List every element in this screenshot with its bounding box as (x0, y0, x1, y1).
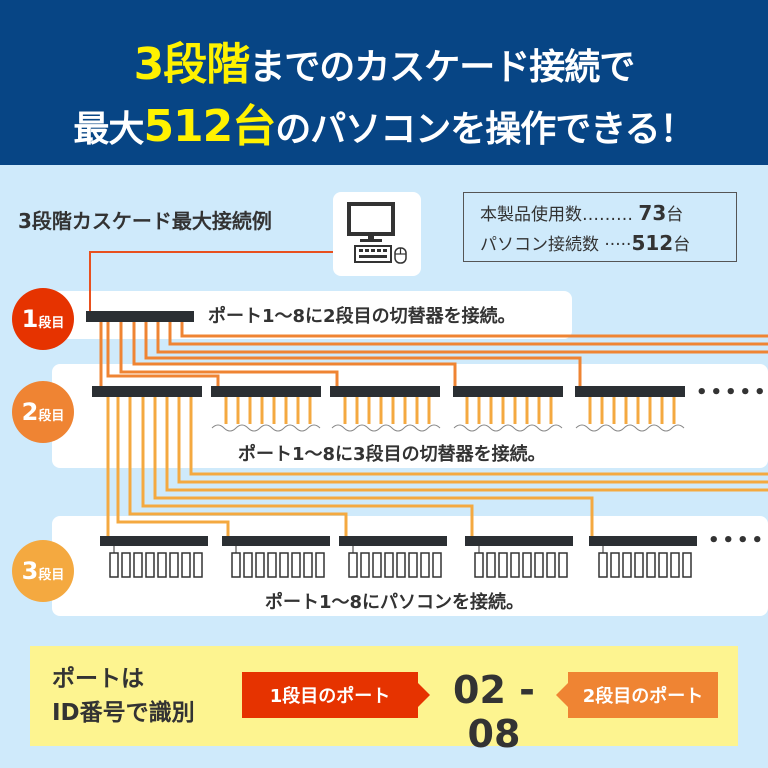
stage-3-description: ポート1～8にパソコンを接続。 (265, 592, 525, 613)
stage-2-port-tag: 2段目のポート (556, 672, 718, 718)
stage-2-switches (92, 386, 685, 397)
more-switches-ellipsis-3: •••••••• (708, 530, 768, 551)
desktop-computer-keyboard-mouse-icon (347, 202, 407, 264)
console-pc (333, 192, 421, 276)
stage-2-description: ポート1～8に3段目の切替器を接続。 (238, 444, 546, 465)
more-switches-ellipsis-2: •••••••• (696, 382, 768, 403)
count-row-pcs: パソコン接続数 ·····512台 (480, 231, 691, 255)
port-id-code: 02 - 08 (453, 668, 535, 756)
section-title: 3段階カスケード最大接続例 (18, 209, 272, 233)
stage-1-switch (86, 311, 194, 322)
count-summary-box: 本製品使用数……… 73台 パソコン接続数 ·····512台 (463, 192, 737, 262)
stage-1-port-tag: 1段目のポート (242, 672, 430, 718)
port-id-explainer: ポートは ID番号で識別 1段目のポート 02 - 08 2段目のポート (30, 646, 738, 756)
header-banner: 3段階までのカスケード接続で 最大512台のパソコンを操作できる！ (0, 0, 768, 165)
headline-line-1: 3段階までのカスケード接続で (133, 39, 636, 90)
headline-line-2: 最大512台のパソコンを操作できる！ (73, 101, 695, 152)
stage-1-description: ポート1～8に2段目の切替器を接続。 (208, 306, 516, 327)
port-id-label: ポートは ID番号で識別 (52, 666, 195, 726)
count-row-products: 本製品使用数……… 73台 (480, 201, 684, 225)
